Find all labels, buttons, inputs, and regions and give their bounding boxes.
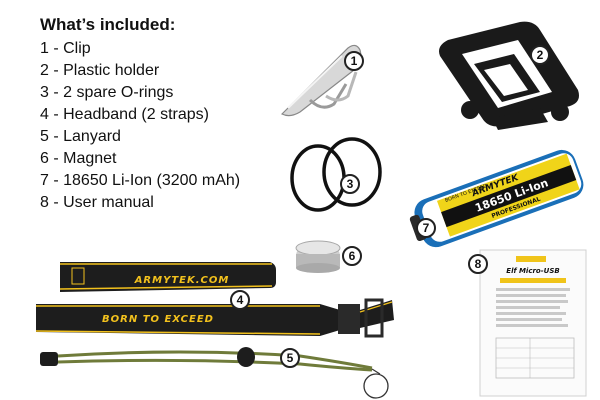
- plastic-holder-illustration: [439, 21, 579, 130]
- list-item: 2 - Plastic holder: [40, 62, 160, 79]
- lanyard-illustration: [40, 347, 389, 399]
- list-heading: What’s included:: [40, 15, 176, 34]
- list-item: 7 - 18650 Li-Ion (3200 mAh): [40, 172, 241, 189]
- list-item: 6 - Magnet: [40, 150, 117, 167]
- list-item: 4 - Headband (2 straps): [40, 106, 209, 123]
- included-items-list: What’s included: 1 - Clip 2 - Plastic ho…: [40, 14, 240, 214]
- badge-1: 1: [344, 51, 364, 71]
- user-manual-illustration: Elf Micro-USB: [479, 249, 587, 397]
- magnet-illustration: [295, 240, 341, 273]
- list-item: 3 - 2 spare O-rings: [40, 84, 174, 101]
- badge-7: 7: [416, 218, 436, 238]
- badge-3: 3: [340, 174, 360, 194]
- o-rings-illustration: [290, 137, 382, 212]
- badge-2: 2: [530, 45, 550, 65]
- badge-5: 5: [280, 348, 300, 368]
- strap-upper-text: ARMYTEK.COM: [134, 275, 230, 286]
- strap-lower-text: BORN TO EXCEED: [102, 314, 214, 325]
- list-item: 5 - Lanyard: [40, 128, 121, 145]
- list-item: 8 - User manual: [40, 194, 154, 211]
- headband-illustration: ARMYTEK.COM BORN TO EXCEED: [35, 262, 394, 338]
- badge-6: 6: [342, 246, 362, 266]
- manual-title: Elf Micro-USB: [506, 267, 559, 275]
- battery-illustration: 18650 Li-Ion ARMYTEK BORN TO EXCEED PROF…: [409, 149, 584, 248]
- badge-4: 4: [230, 290, 250, 310]
- badge-8: 8: [468, 254, 488, 274]
- list-item: 1 - Clip: [40, 40, 91, 57]
